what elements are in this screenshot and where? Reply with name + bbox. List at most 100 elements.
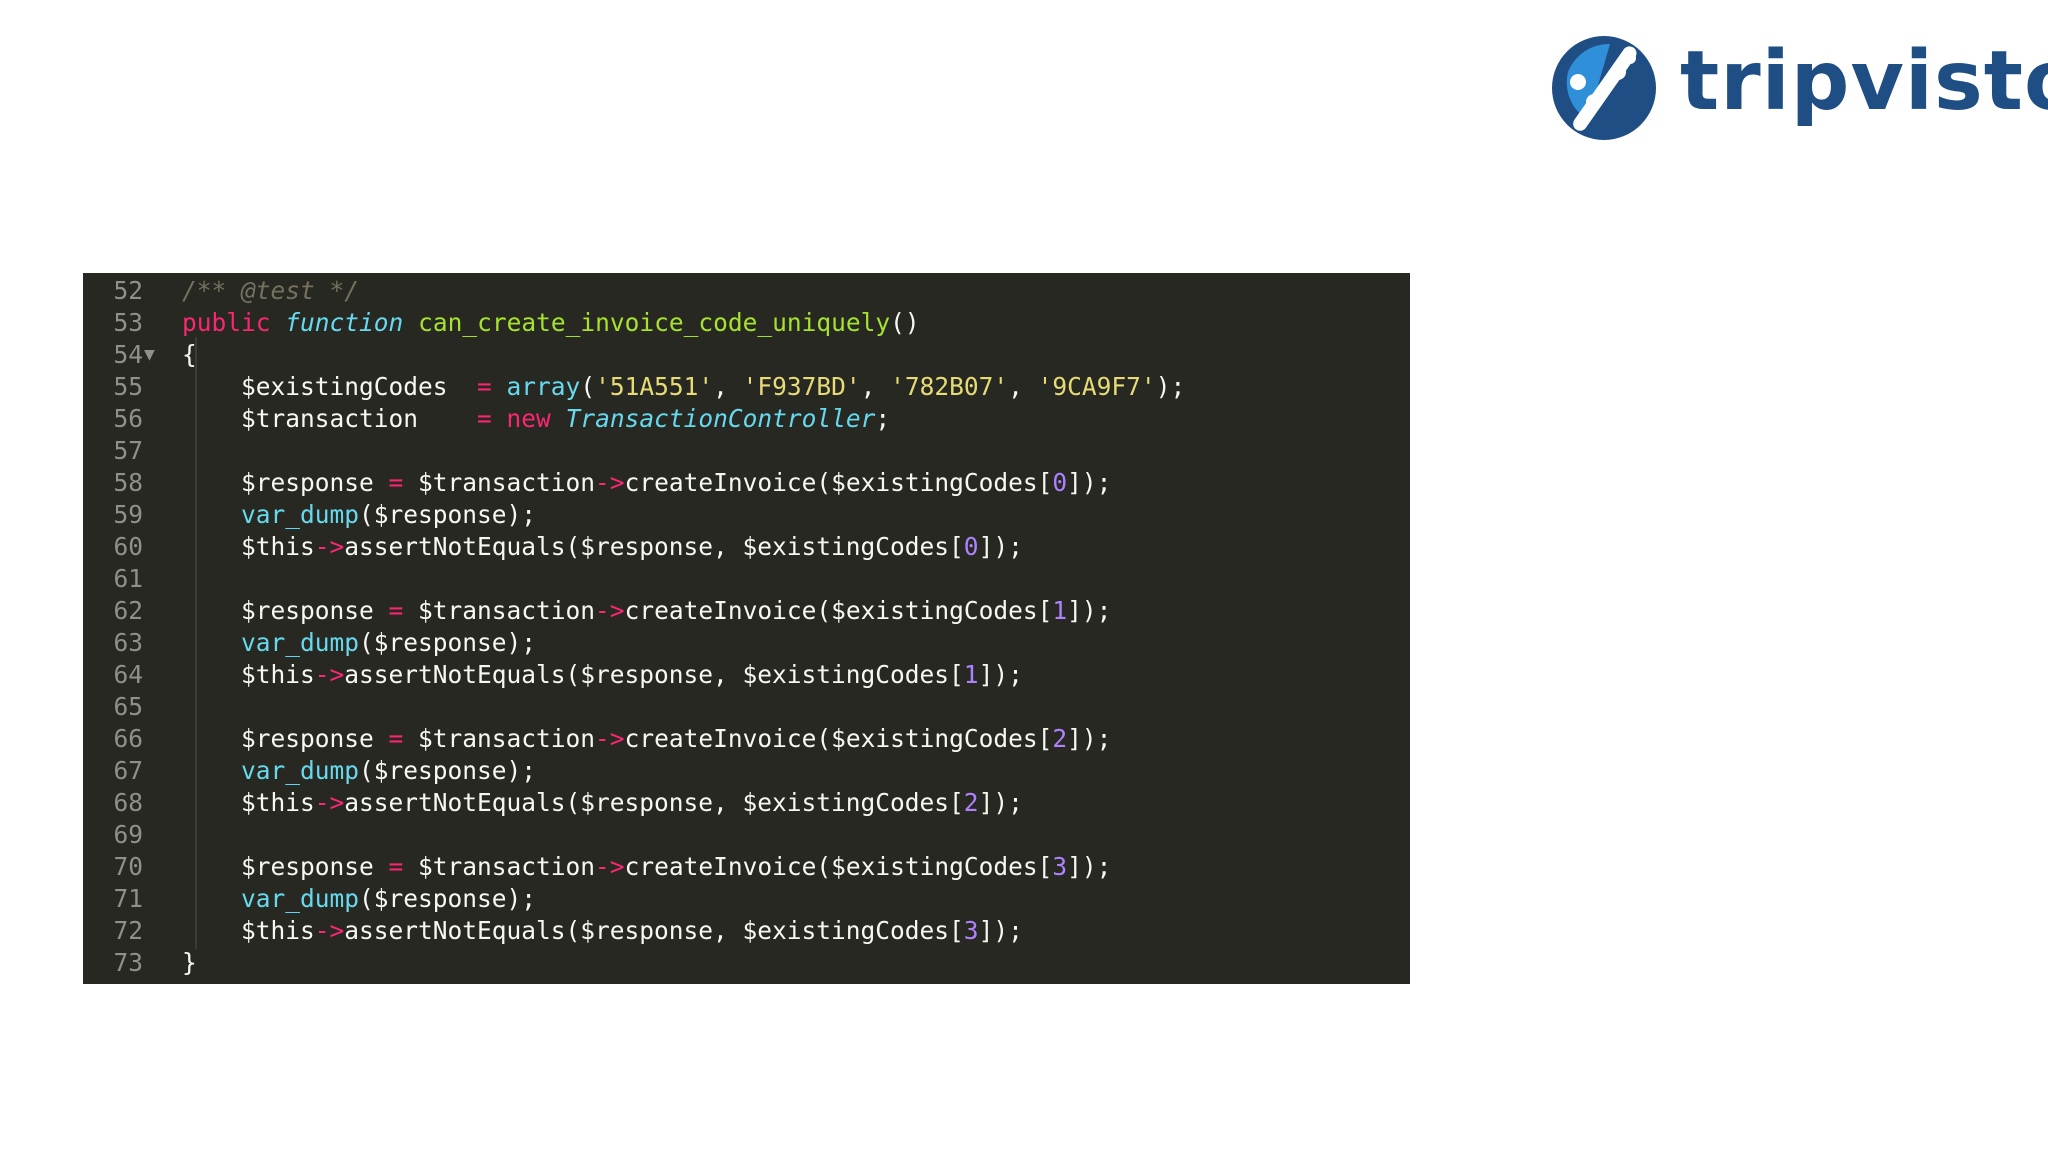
line-number: 59 <box>113 500 143 529</box>
code-token: 0 <box>963 532 979 561</box>
line-number: 52 <box>113 276 143 305</box>
code-token <box>271 308 286 337</box>
code-line: 60 $this->assertNotEquals($response, $ex… <box>83 531 1410 563</box>
code-token: 1 <box>963 660 979 689</box>
code-line: 72 $this->assertNotEquals($response, $ex… <box>83 915 1410 947</box>
code-token: $transaction <box>403 596 596 625</box>
line-number: 57 <box>113 436 143 465</box>
code-token: TransactionController <box>565 404 876 433</box>
code-line: 59 var_dump($response); <box>83 499 1410 531</box>
code-token: ]); <box>978 660 1023 689</box>
fold-arrow-icon[interactable]: ▼ <box>144 344 155 365</box>
code-token: ( <box>580 372 596 401</box>
code-token: var_dump <box>241 884 360 913</box>
line-number: 60 <box>113 532 143 561</box>
code-token: -> <box>595 724 625 753</box>
code-content: /** @test */ <box>182 275 359 307</box>
line-number: 64 <box>113 660 143 689</box>
code-content: } <box>182 947 197 979</box>
code-token: $transaction <box>403 724 596 753</box>
code-content: $this->assertNotEquals($response, $exist… <box>182 915 1023 947</box>
code-token: createInvoice($existingCodes[ <box>624 468 1053 497</box>
code-token: var_dump <box>241 628 360 657</box>
line-number: 56 <box>113 404 143 433</box>
code-token: $transaction <box>182 404 478 433</box>
code-token: -> <box>314 916 345 945</box>
code-line: 66 $response = $transaction->createInvoi… <box>83 723 1410 755</box>
code-token: ($response); <box>359 500 537 529</box>
code-line: 62 $response = $transaction->createInvoi… <box>83 595 1410 627</box>
line-number: 73 <box>113 948 143 977</box>
code-token: -> <box>595 596 625 625</box>
code-content: var_dump($response); <box>182 755 536 787</box>
code-token: ; <box>875 404 891 433</box>
code-content: $this->assertNotEquals($response, $exist… <box>182 787 1023 819</box>
code-line: 57 <box>83 435 1410 467</box>
code-token: = <box>388 852 404 881</box>
code-token: $response <box>182 852 389 881</box>
line-number: 55 <box>113 372 143 401</box>
code-token: assertNotEquals($response, $existingCode… <box>344 660 964 689</box>
code-token: assertNotEquals($response, $existingCode… <box>344 532 964 561</box>
code-token: 'F937BD' <box>742 372 861 401</box>
code-line: 63 var_dump($response); <box>83 627 1410 659</box>
code-token: 2 <box>1052 724 1068 753</box>
code-token: ]); <box>1067 852 1112 881</box>
code-token: createInvoice($existingCodes[ <box>624 852 1053 881</box>
line-number: 65 <box>113 692 143 721</box>
code-token <box>403 308 418 337</box>
code-token: -> <box>595 852 625 881</box>
code-content: { <box>182 339 197 371</box>
code-token: public <box>182 308 271 337</box>
code-token: , <box>860 372 891 401</box>
code-line: 68 $this->assertNotEquals($response, $ex… <box>83 787 1410 819</box>
line-number: 69 <box>113 820 143 849</box>
code-content: var_dump($response); <box>182 627 536 659</box>
code-token: -> <box>314 788 345 817</box>
code-token <box>182 756 241 785</box>
code-token: $this <box>182 916 315 945</box>
line-number: 70 <box>113 852 143 881</box>
code-content: $response = $transaction->createInvoice(… <box>182 595 1111 627</box>
code-content: $this->assertNotEquals($response, $exist… <box>182 531 1023 563</box>
code-line: 54▼ { <box>83 339 1410 371</box>
code-line: 70 $response = $transaction->createInvoi… <box>83 851 1410 883</box>
code-token: ]); <box>1067 724 1112 753</box>
code-line: 55 $existingCodes = array('51A551', 'F93… <box>83 371 1410 403</box>
code-token <box>182 628 241 657</box>
code-token: assertNotEquals($response, $existingCode… <box>344 788 964 817</box>
code-token: '9CA9F7' <box>1037 372 1156 401</box>
code-token: -> <box>314 660 345 689</box>
code-line: 58 $response = $transaction->createInvoi… <box>83 467 1410 499</box>
code-line: 67 var_dump($response); <box>83 755 1410 787</box>
code-content: $response = $transaction->createInvoice(… <box>182 467 1111 499</box>
code-token <box>492 404 507 433</box>
tripvisto-logo-icon <box>1552 36 1656 140</box>
code-token: = <box>388 468 404 497</box>
line-number: 67 <box>113 756 143 785</box>
code-content: var_dump($response); <box>182 499 536 531</box>
code-token: can_create_invoice_code_uniquely <box>418 308 891 337</box>
code-token: function <box>285 308 404 337</box>
code-token: ]); <box>978 532 1023 561</box>
code-token <box>182 500 241 529</box>
code-token: $existingCodes <box>182 372 478 401</box>
code-token: = <box>388 724 404 753</box>
code-token: = <box>477 372 492 401</box>
code-token: { <box>182 340 197 369</box>
code-token: } <box>182 948 197 977</box>
code-token: , <box>713 372 743 401</box>
code-token: array <box>506 372 581 401</box>
line-number: 54 <box>113 340 143 369</box>
line-number: 71 <box>113 884 143 913</box>
code-line: 71 var_dump($response); <box>83 883 1410 915</box>
code-token: ($response); <box>359 628 537 657</box>
code-token: $transaction <box>403 852 596 881</box>
line-number: 62 <box>113 596 143 625</box>
code-token: $response <box>182 468 389 497</box>
code-token: , <box>1008 372 1038 401</box>
code-token: $response <box>182 596 389 625</box>
line-number: 58 <box>113 468 143 497</box>
code-content: $this->assertNotEquals($response, $exist… <box>182 659 1023 691</box>
